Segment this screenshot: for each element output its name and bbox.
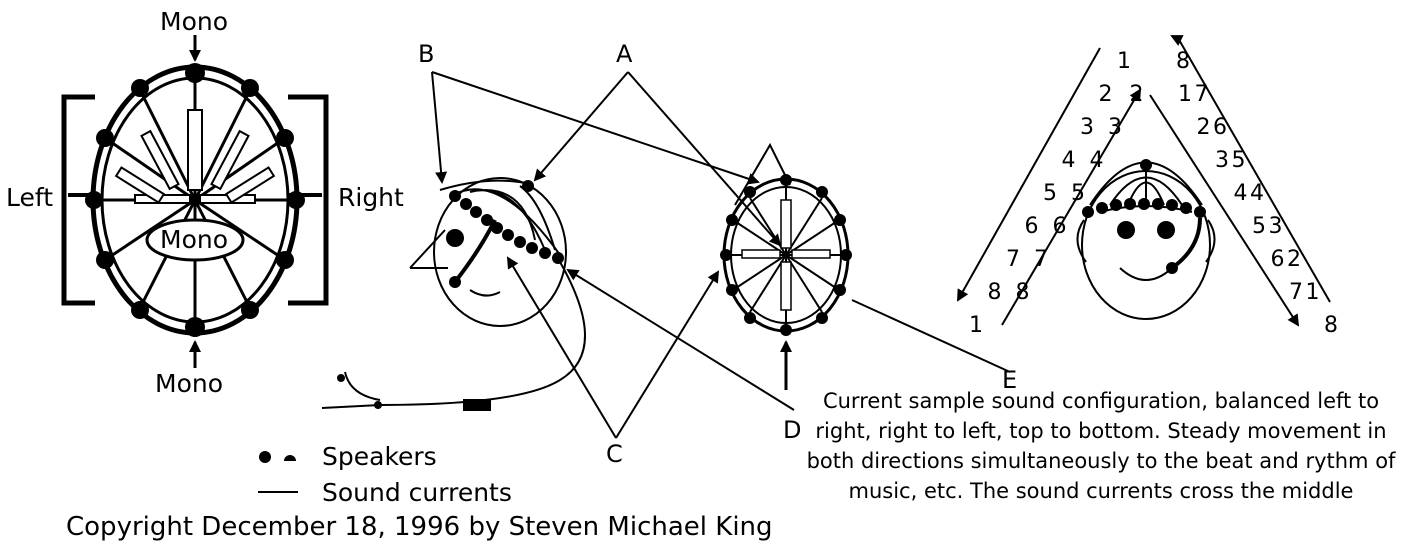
left-eye	[1117, 221, 1135, 239]
audio-cable	[379, 261, 586, 406]
left-inner-number: 6	[1053, 214, 1067, 239]
label-a: A	[616, 40, 633, 68]
left-inner-number: 5	[1071, 181, 1085, 206]
legend-sound-currents: Sound currents	[322, 478, 512, 507]
line-e	[851, 299, 1011, 373]
mono-bottom-label: Mono	[155, 369, 223, 398]
right-inner-number: 7	[1289, 280, 1303, 305]
copyright: Copyright December 18, 1996 by Steven Mi…	[66, 512, 773, 542]
label-e: E	[1002, 366, 1017, 394]
left-column-number: 2	[1099, 82, 1113, 107]
right-column-number: 3	[1269, 214, 1283, 239]
side-mouth	[469, 289, 501, 297]
mono-center-label: Mono	[160, 225, 228, 254]
arrow-b-left	[431, 71, 448, 184]
right-bracket	[288, 94, 329, 306]
left-ear	[1076, 219, 1087, 263]
left-column-number: 5	[1043, 181, 1057, 206]
speaker-dot-icon	[259, 451, 271, 463]
right-column-number: 7	[1195, 82, 1209, 107]
left-column-number: 1	[1117, 49, 1131, 74]
right-ear	[1205, 219, 1216, 263]
cap-triangle	[734, 142, 791, 206]
legend	[258, 451, 298, 493]
left-inner-number: 8	[1016, 280, 1030, 305]
right-column-number: 8	[1324, 313, 1338, 338]
cap-brim	[409, 229, 446, 269]
speaker-half-icon	[284, 455, 296, 461]
face-smile	[1119, 267, 1173, 281]
arrow-b-right	[431, 71, 760, 185]
side-speakers	[446, 180, 564, 288]
cable-plug-body	[463, 399, 491, 411]
right-inner-number: 2	[1197, 115, 1211, 140]
right-inner-number: 5	[1252, 214, 1266, 239]
arrow-a-right	[627, 71, 782, 247]
headband-arc	[452, 188, 561, 256]
small-head-speakers	[720, 174, 852, 336]
right-column-number: 2	[1287, 247, 1301, 272]
front-face	[1076, 159, 1216, 320]
speaker-dots	[85, 63, 305, 337]
right-column-number: 5	[1232, 148, 1246, 173]
pointer-arrows	[431, 71, 1011, 439]
small-top-view-head	[720, 142, 852, 390]
arrow-c-left	[506, 256, 617, 439]
right-column-number: 4	[1250, 181, 1264, 206]
left-inner-number: 2	[1130, 82, 1144, 107]
right-column-number: 1	[1306, 280, 1320, 305]
caption: Current sample sound configuration, bala…	[806, 389, 1396, 503]
left-column-number: 8	[988, 280, 1002, 305]
right-column-number: 6	[1213, 115, 1227, 140]
legend-speakers: Speakers	[322, 442, 437, 471]
side-view-head	[321, 177, 586, 411]
left-column-number: 4	[1062, 148, 1076, 173]
outer-right-line	[1177, 37, 1331, 303]
label-c: C	[606, 440, 623, 468]
center-mono-oval	[145, 218, 245, 262]
label-b: B	[418, 40, 434, 68]
left-column-number: 3	[1080, 115, 1094, 140]
left-column-number: 1	[969, 313, 983, 338]
left-inner-number: 7	[1034, 247, 1048, 272]
channel-chevron	[957, 35, 1331, 327]
arrow-a-left	[533, 71, 629, 182]
jack	[321, 404, 381, 409]
label-d: D	[783, 416, 801, 444]
inner-left-line	[1001, 88, 1142, 326]
face-speakers	[1082, 159, 1206, 274]
face-mic-boom	[1170, 217, 1202, 270]
tube-rectangles	[114, 109, 276, 204]
left-column-number: 7	[1006, 247, 1020, 272]
arrow-c-right	[615, 270, 720, 439]
right-inner-number: 1	[1178, 82, 1192, 107]
side-eye	[446, 229, 464, 247]
left-inner-number: 3	[1108, 115, 1122, 140]
left-bracket-top	[61, 94, 95, 306]
right-inner-number: 6	[1271, 247, 1285, 272]
mic-boom	[453, 219, 497, 284]
audio-cable-branch	[344, 371, 381, 401]
mono-top-label: Mono	[160, 7, 228, 36]
outer-left-line	[957, 47, 1101, 302]
right-label: Right	[338, 183, 404, 212]
right-inner-number: 4	[1234, 181, 1248, 206]
left-inner-number: 4	[1090, 148, 1104, 173]
inner-right-line	[1149, 94, 1300, 327]
side-head-outline	[433, 177, 567, 327]
arrow-d-left	[566, 268, 795, 411]
top-view-diagram	[61, 35, 329, 368]
right-eye	[1157, 221, 1175, 239]
right-inner-number: 3	[1215, 148, 1229, 173]
left-label: Left	[6, 183, 53, 212]
right-column-number: 8	[1176, 49, 1190, 74]
left-column-number: 6	[1025, 214, 1039, 239]
